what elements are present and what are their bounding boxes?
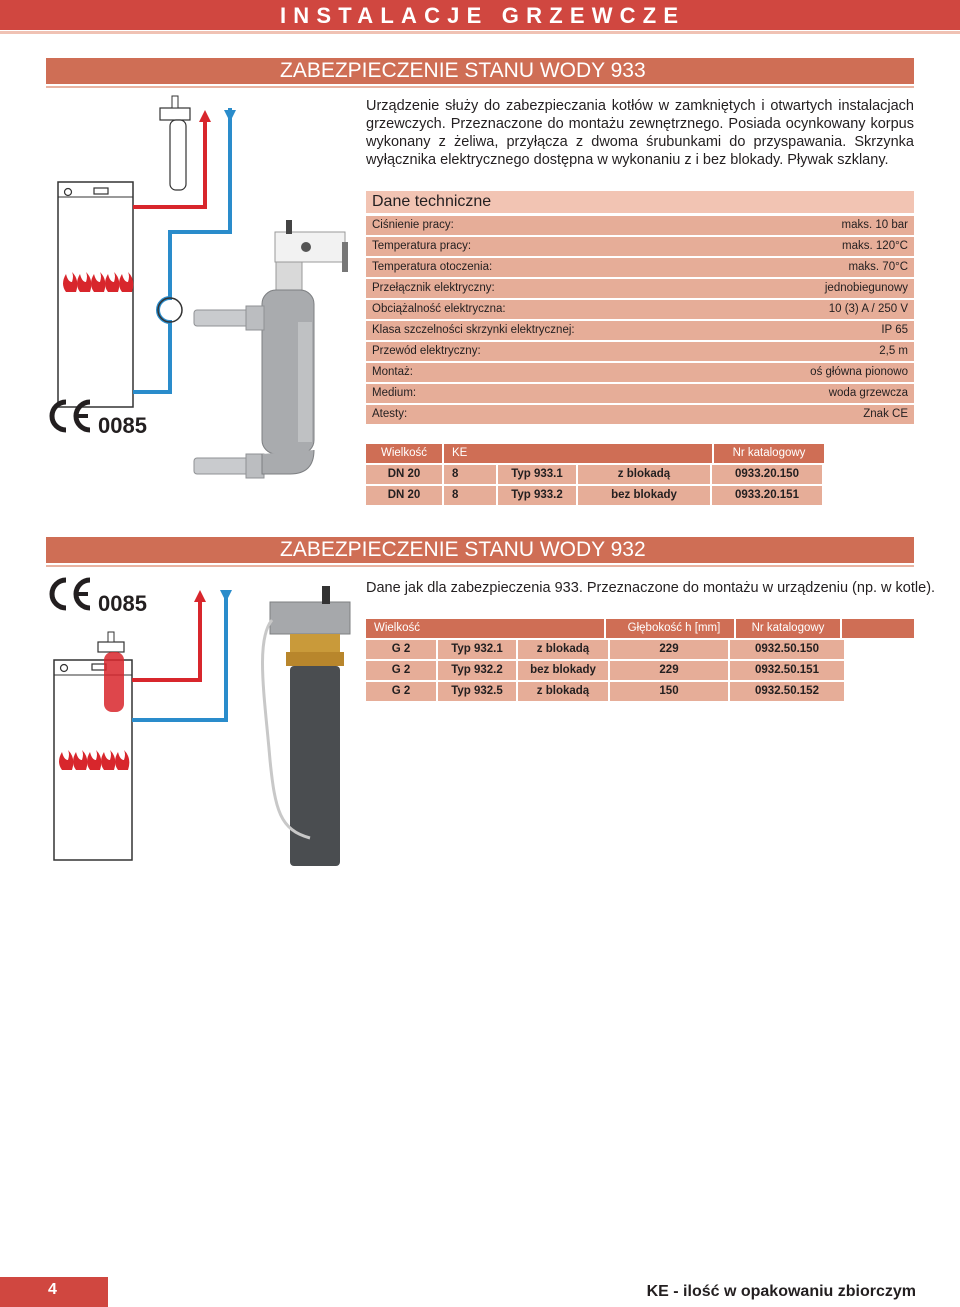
section-933-description: Urządzenie służy do zabezpieczania kotłó… xyxy=(366,98,914,168)
section-932-description: Dane jak dla zabezpieczenia 933. Przezna… xyxy=(366,580,936,596)
installation-diagram-933 xyxy=(57,95,348,479)
table-row: G 2 Typ 932.1 z blokadą 229 0932.50.150 xyxy=(366,640,916,659)
header-catalog: Nr katalogowy xyxy=(736,619,840,638)
table-header-row: Wielkość Głębokość h [mm] Nr katalogowy xyxy=(366,619,916,638)
ce-number: 0085 xyxy=(98,591,147,616)
section-932-title-bar: ZABEZPIECZENIE STANU WODY 932 xyxy=(46,537,914,563)
ce-number: 0085 xyxy=(98,413,147,438)
spec-row: Montaż:oś główna pionowo xyxy=(366,363,914,382)
table-header-row: Wielkość KE Nr katalogowy xyxy=(366,444,826,463)
ce-mark-icon: 0085 xyxy=(49,577,147,616)
flame-icon xyxy=(63,272,134,292)
section-933-title-bar: ZABEZPIECZENIE STANU WODY 933 xyxy=(46,58,914,84)
water-level-guard-933-photo xyxy=(193,220,348,479)
installation-diagram-932 xyxy=(53,586,351,866)
header-size: Wielkość xyxy=(366,619,604,638)
header-depth: Głębokość h [mm] xyxy=(614,619,734,638)
section-932-title: ZABEZPIECZENIE STANU WODY 932 xyxy=(280,538,646,561)
header-catalog: Nr katalogowy xyxy=(714,444,824,463)
technical-data-table: Dane techniczne Ciśnienie pracy:maks. 10… xyxy=(366,191,914,426)
ce-mark-icon: 0085 xyxy=(49,399,147,438)
catalog-table-933: Wielkość KE Nr katalogowy DN 20 8 Typ 93… xyxy=(366,444,826,507)
header-underline xyxy=(0,31,960,34)
catalog-table-932: Wielkość Głębokość h [mm] Nr katalogowy … xyxy=(366,619,916,703)
boiler-outline xyxy=(57,181,134,408)
table-row: DN 20 8 Typ 933.1 z blokadą 0933.20.150 xyxy=(366,465,826,484)
footer-note: KE - ilość w opakowaniu zbiorczym xyxy=(646,1283,916,1300)
page-number: 4 xyxy=(48,1281,57,1298)
header-size: Wielkość xyxy=(366,444,442,463)
spec-row: Atesty:Znak CE xyxy=(366,405,914,424)
page-header-title: INSTALACJE GRZEWCZE xyxy=(280,3,686,28)
section-933-underline xyxy=(46,86,914,88)
header-ke: KE xyxy=(444,444,712,463)
spec-row: Przełącznik elektryczny:jednobiegunowy xyxy=(366,279,914,298)
page-header-bar: INSTALACJE GRZEWCZE xyxy=(0,0,960,30)
flame-icon xyxy=(59,750,130,770)
spec-row: Klasa szczelności skrzynki elektrycznej:… xyxy=(366,321,914,340)
spec-row: Temperatura otoczenia:maks. 70°C xyxy=(366,258,914,277)
spec-row: Przewód elektryczny:2,5 m xyxy=(366,342,914,361)
table-row: G 2 Typ 932.2 bez blokady 229 0932.50.15… xyxy=(366,661,916,680)
section-933-title: ZABEZPIECZENIE STANU WODY 933 xyxy=(280,59,646,82)
table-row: G 2 Typ 932.5 z blokadą 150 0932.50.152 xyxy=(366,682,916,701)
section-932-underline xyxy=(46,565,914,567)
spec-row: Medium:woda grzewcza xyxy=(366,384,914,403)
spec-row: Obciążalność elektryczna:10 (3) A / 250 … xyxy=(366,300,914,319)
page-number-box: 4 xyxy=(0,1277,108,1307)
water-level-guard-932-photo xyxy=(261,586,351,866)
technical-data-title: Dane techniczne xyxy=(366,191,914,213)
table-row: DN 20 8 Typ 933.2 bez blokady 0933.20.15… xyxy=(366,486,826,505)
spec-row: Temperatura pracy:maks. 120°C xyxy=(366,237,914,256)
spec-row: Ciśnienie pracy:maks. 10 bar xyxy=(366,216,914,235)
